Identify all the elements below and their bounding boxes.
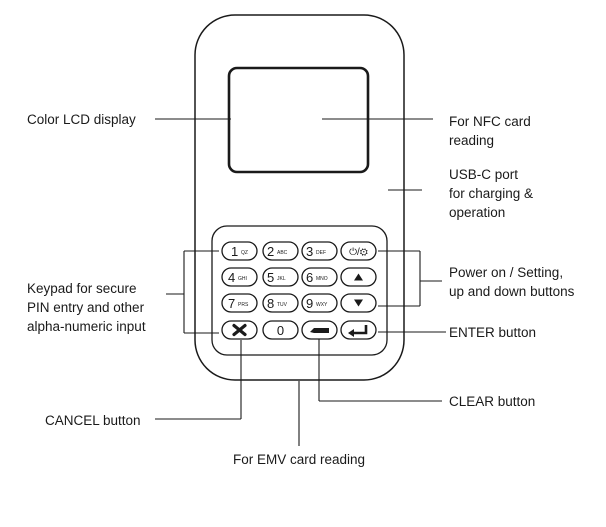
label-nfc-line1: For NFC card xyxy=(449,114,531,129)
svg-text:9: 9 xyxy=(306,296,313,311)
svg-text:PRS: PRS xyxy=(238,302,249,308)
svg-text:2: 2 xyxy=(267,244,274,259)
key-0[interactable]: 0 xyxy=(262,320,299,340)
down-button[interactable] xyxy=(340,293,377,313)
svg-text:5: 5 xyxy=(267,270,274,285)
label-power-line1: Power on / Setting, xyxy=(449,265,563,280)
svg-text:TUV: TUV xyxy=(277,302,288,308)
label-nfc-line2: reading xyxy=(449,133,494,148)
svg-text:1: 1 xyxy=(231,244,238,259)
svg-text:8: 8 xyxy=(267,296,274,311)
label-clear: CLEAR button xyxy=(449,394,535,409)
backspace-icon xyxy=(310,328,329,333)
key-8[interactable]: 8 TUV xyxy=(262,293,299,313)
x-icon xyxy=(232,323,247,337)
label-usb-line3: operation xyxy=(449,205,505,220)
cancel-key[interactable] xyxy=(221,320,258,340)
keypad-area xyxy=(211,225,388,356)
key-4[interactable]: 4 GHI xyxy=(221,267,258,287)
svg-text:7: 7 xyxy=(228,296,235,311)
key-9[interactable]: 9 WXY xyxy=(301,293,338,313)
svg-text:JKL: JKL xyxy=(277,276,286,282)
svg-text:DEF: DEF xyxy=(316,250,326,256)
power-settings-icon: ⏻/⚙ xyxy=(349,247,368,258)
svg-text:WXY: WXY xyxy=(316,302,328,308)
triangle-down-icon xyxy=(354,299,363,307)
key-2[interactable]: 2 ABC xyxy=(262,241,299,261)
svg-text:0: 0 xyxy=(277,323,284,338)
triangle-up-icon xyxy=(354,273,363,281)
label-usb-line1: USB-C port xyxy=(449,167,518,182)
svg-text:4: 4 xyxy=(228,270,235,285)
label-power-line2: up and down buttons xyxy=(449,284,575,299)
key-3[interactable]: 3 DEF xyxy=(301,241,338,261)
key-1[interactable]: 1 QZ xyxy=(221,241,258,261)
enter-arrow-icon xyxy=(348,325,368,337)
svg-text:MNO: MNO xyxy=(316,276,328,282)
lcd-screen xyxy=(227,66,370,174)
svg-text:6: 6 xyxy=(306,270,313,285)
label-keypad-line2: PIN entry and other xyxy=(27,300,145,315)
leader-lines xyxy=(155,118,446,446)
key-6[interactable]: 6 MNO xyxy=(301,267,338,287)
up-button[interactable] xyxy=(340,267,377,287)
svg-text:GHI: GHI xyxy=(238,276,247,282)
enter-key[interactable] xyxy=(340,320,377,340)
label-emv: For EMV card reading xyxy=(233,452,365,467)
label-lcd: Color LCD display xyxy=(27,112,136,127)
clear-key[interactable] xyxy=(301,320,338,340)
label-usb-line2: for charging & xyxy=(449,186,533,201)
label-keypad-line3: alpha-numeric input xyxy=(27,319,146,334)
svg-text:3: 3 xyxy=(306,244,313,259)
key-7[interactable]: 7 PRS xyxy=(221,293,258,313)
power-settings-key[interactable]: ⏻/⚙ xyxy=(340,241,377,261)
label-keypad-line1: Keypad for secure xyxy=(27,281,137,296)
svg-text:QZ: QZ xyxy=(241,250,248,256)
svg-text:ABC: ABC xyxy=(277,250,288,256)
label-cancel: CANCEL button xyxy=(45,413,141,428)
key-5[interactable]: 5 JKL xyxy=(262,267,299,287)
label-enter: ENTER button xyxy=(449,325,536,340)
